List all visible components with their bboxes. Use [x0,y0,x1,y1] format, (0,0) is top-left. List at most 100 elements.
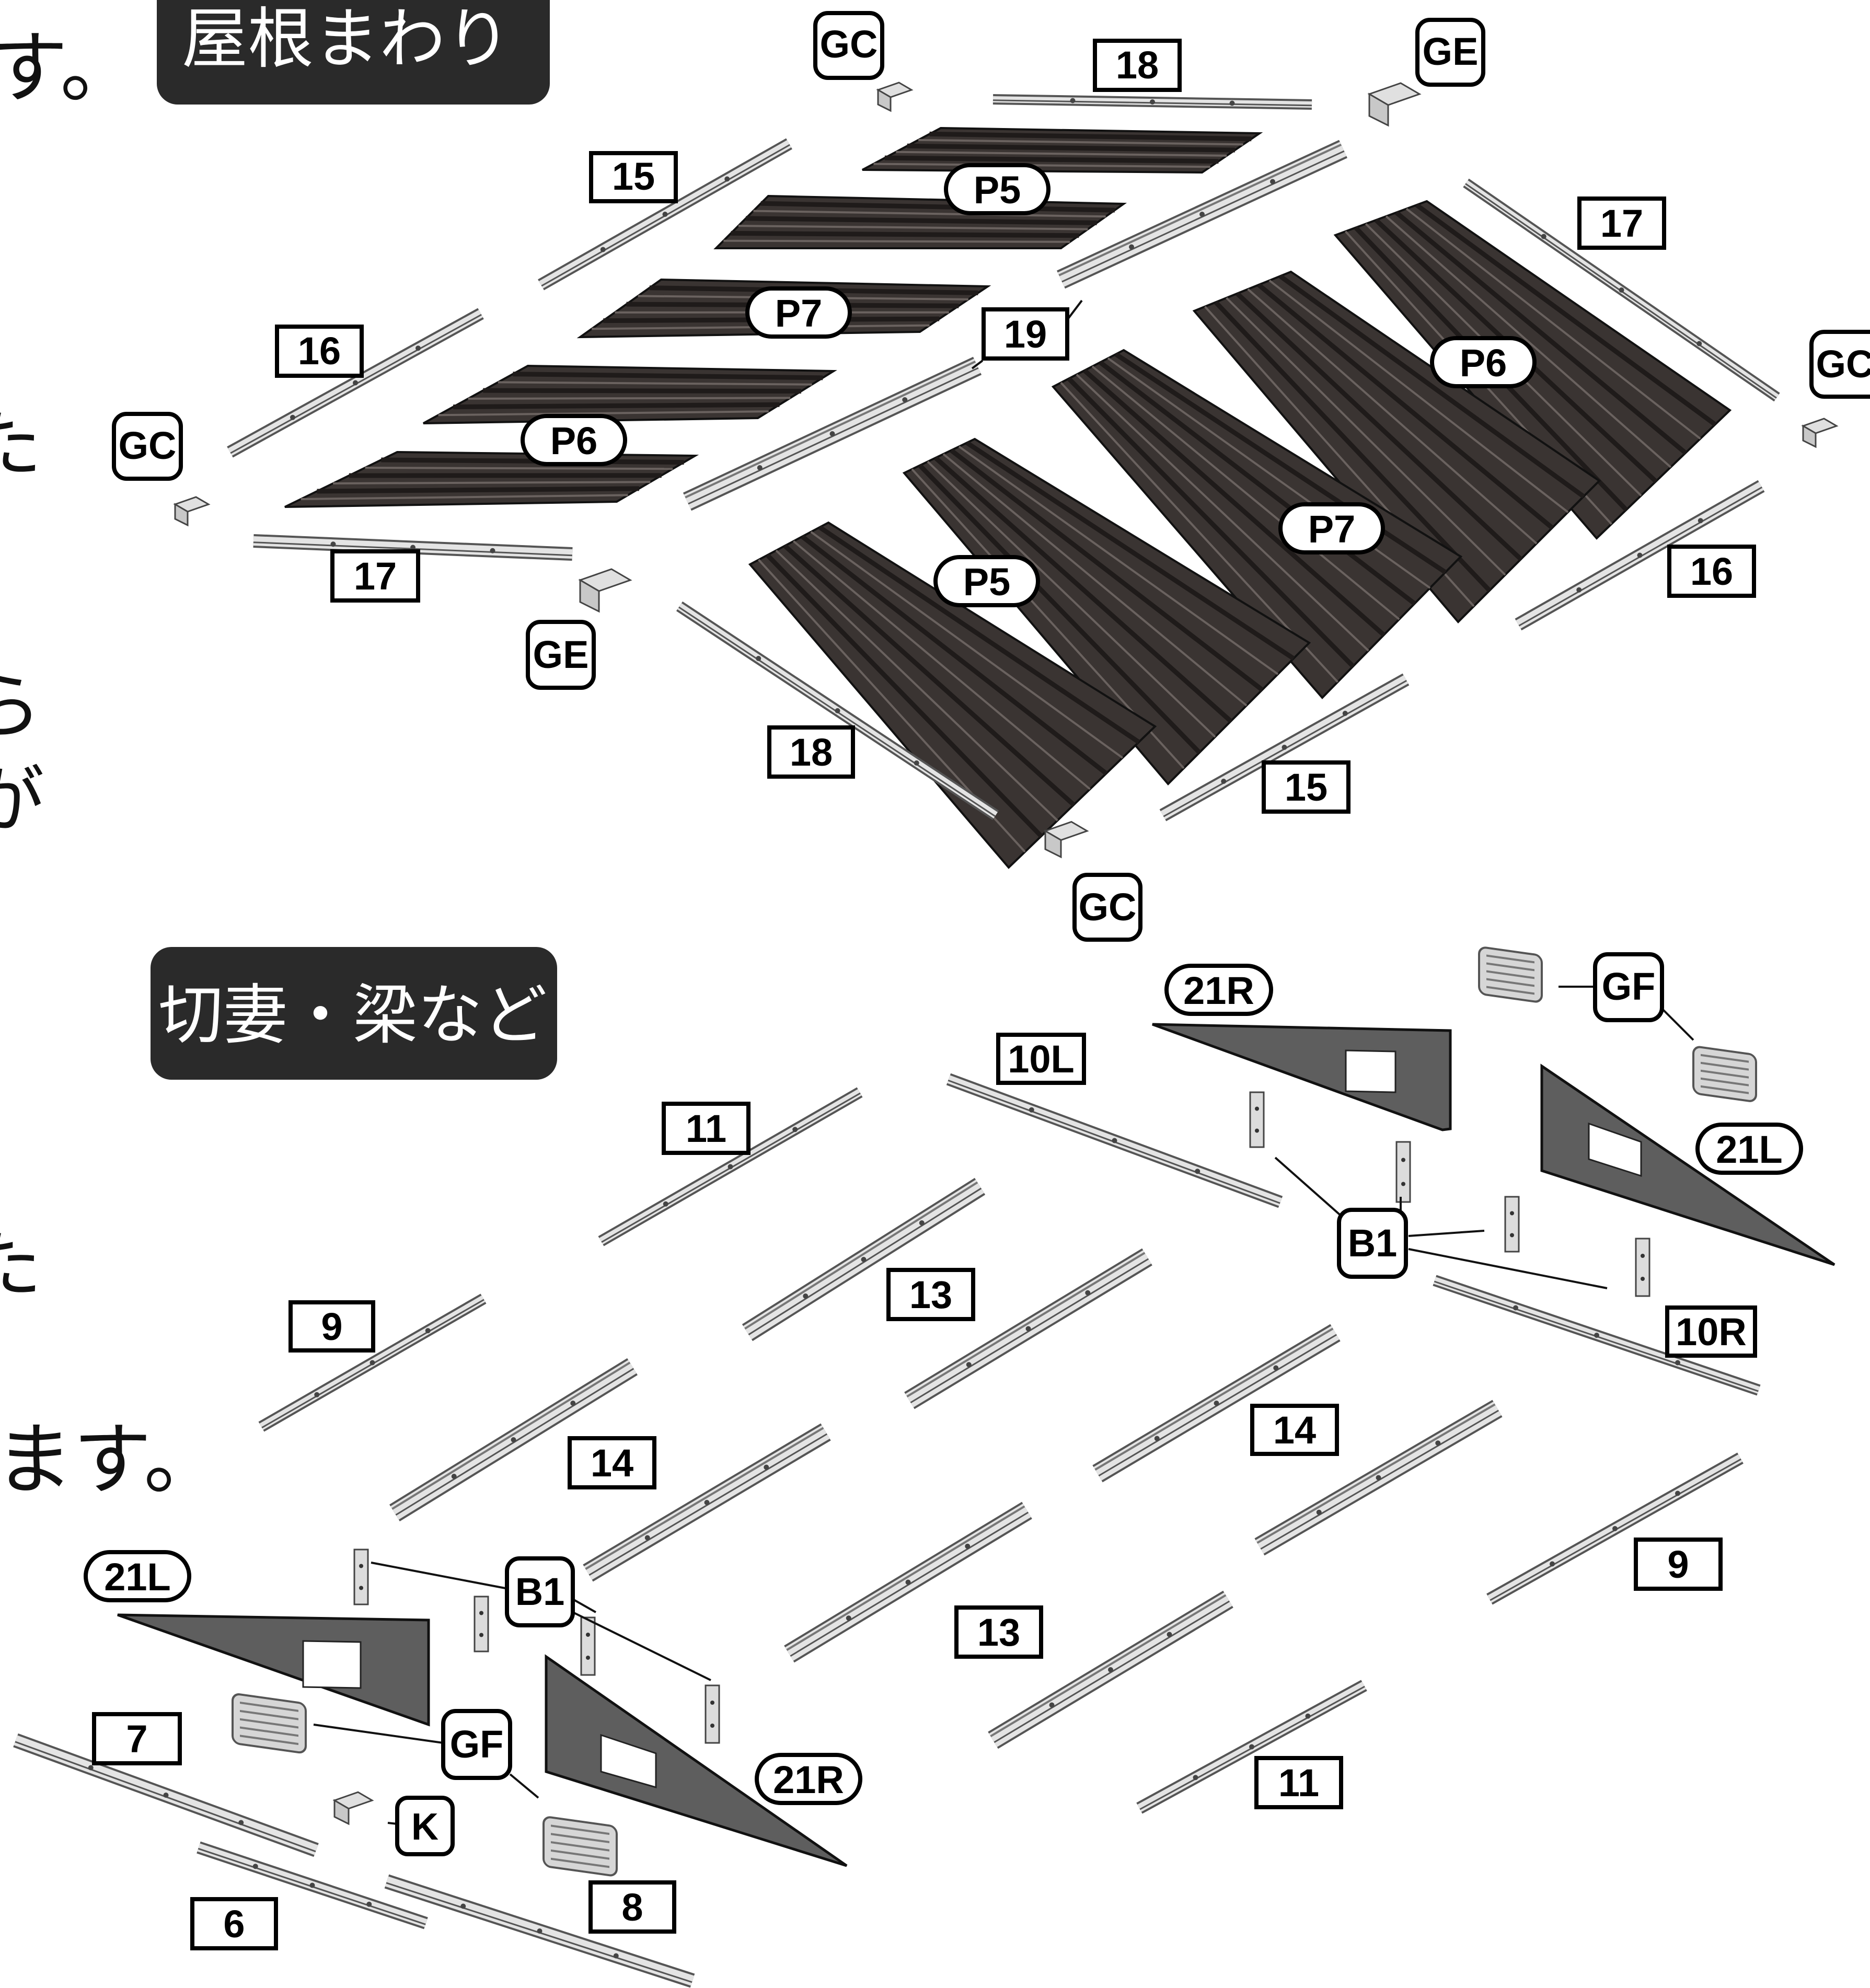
gable-window-cutout [1588,1122,1642,1177]
part-label: 15 [1262,760,1350,814]
gable-panel-21l-top [1540,1064,1836,1266]
gable-heading-text: 切妻・梁など [158,978,547,1053]
beam-hole [756,656,761,661]
gable-window-cutout [1345,1049,1396,1093]
svg-text:13: 13 [977,1611,1020,1654]
part-label: GE [1415,18,1485,87]
roof-panel-rib [365,467,673,470]
roof-panel-rib [884,155,1219,164]
leader-lines [313,299,1694,1825]
part-label: GF [441,1709,512,1780]
beam-hole [1085,1290,1091,1296]
beam-hole [965,1543,971,1549]
beam-hole [410,545,415,550]
svg-text:GF: GF [1602,965,1656,1008]
beam-hole [644,1535,650,1541]
beam-hole [1195,1169,1201,1174]
bracket-hole [479,1611,483,1615]
part-label: 17 [1577,197,1666,250]
roof-heading-text: 屋根まわり [182,1,511,77]
beam-hole [1698,518,1703,524]
svg-text:10L: 10L [1008,1037,1075,1081]
bracket-hole [1401,1182,1405,1186]
beam-13-mid [904,1248,1152,1409]
part-label: 19 [982,307,1069,361]
roof-panel-rib [1236,292,1523,561]
vent-slat [240,1718,298,1729]
bracket-hole [359,1586,363,1590]
beam-hole [490,548,495,553]
cap-side [333,1799,350,1825]
roof-panel-rib [934,456,1232,723]
beam-hole [1541,234,1546,239]
part-label: B1 [505,1556,575,1627]
leader-line [509,1773,539,1799]
gable-panel-body [545,1654,848,1867]
beam-hole [1675,1360,1680,1366]
part-label: P5 [933,555,1040,607]
roof-panel-rib [1268,280,1569,513]
svg-text:GF: GF [450,1723,504,1766]
beam-hole [290,414,295,420]
beam-hole [861,1257,867,1262]
side-text-line: す。 [0,23,138,114]
svg-text:9: 9 [321,1305,342,1348]
roof-panel-rib [760,201,1115,213]
part-label: 8 [588,1880,676,1934]
part-label: K [395,1796,455,1856]
svg-text:17: 17 [1600,202,1643,245]
roof-panel-rib [1067,377,1355,668]
roof-panel-rib [1107,357,1431,589]
beam-15-top [538,138,792,291]
part-label: 18 [767,725,855,779]
roof-panel-rib [1405,207,1701,440]
part-label: GC [112,412,183,481]
beam-hole [1214,1401,1219,1406]
beam-14-far [1254,1400,1503,1556]
beam-hole [1576,587,1582,593]
vent-gf-top-1 [1478,946,1543,1003]
part-label: 18 [1093,39,1182,92]
roof-panel-rib [483,388,801,394]
roof-panel-rib [1278,274,1585,499]
gable-heading-background [151,947,557,1080]
part-label: 16 [275,325,364,378]
side-text-line: た [0,1223,42,1309]
leader-line [371,1562,509,1590]
beam-channel-line [786,1505,1025,1651]
vent-slat [1486,954,1534,964]
vent-gf-bottom-1 [232,1693,307,1754]
cap-side [174,503,189,527]
bracket-b1-3 [1504,1196,1520,1253]
beam-hole [905,1579,911,1585]
vent-slat [1701,1054,1749,1063]
beam-hole [914,760,919,766]
svg-text:P6: P6 [1460,341,1507,385]
cap-side [1044,829,1062,859]
bracket-hole [359,1564,363,1568]
roof-panel-rib [818,525,1140,744]
roof-panel-rib [958,445,1279,675]
bracket-body [580,1616,596,1676]
beam-hole [451,1474,457,1479]
beam-channel-line [990,1594,1227,1737]
cap-side [579,579,600,613]
svg-text:15: 15 [612,155,655,198]
roof-panel-rib [1083,368,1386,637]
beam-hole [570,1401,576,1406]
roof-panel-rib [896,151,1227,157]
beam-17-right [1463,178,1780,402]
beam-hole [724,176,730,182]
vent-slat [1701,1061,1749,1071]
beam-14-left [389,1358,638,1522]
svg-text:B1: B1 [515,1570,565,1613]
vent-slat [240,1726,298,1737]
roof-panel-rib [918,138,1243,146]
beam-hole [1025,1326,1031,1332]
part-label: 9 [288,1300,375,1353]
vent-slat [1486,962,1534,972]
part-label: GE [526,620,596,690]
beam-hole [1619,287,1624,293]
bracket-hole [586,1656,590,1660]
